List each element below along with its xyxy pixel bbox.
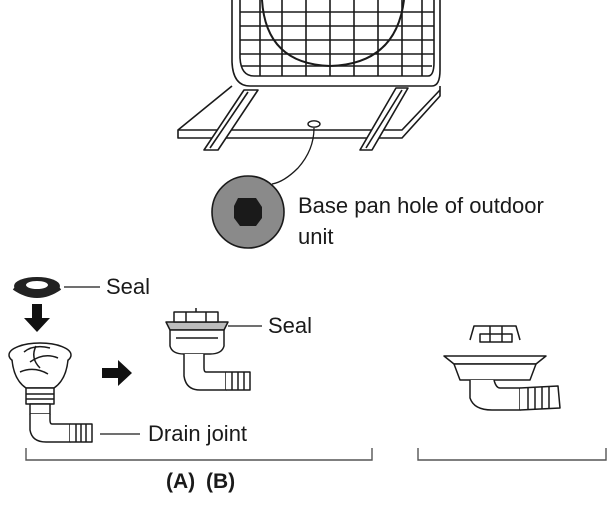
drain-joint-icon (8, 342, 93, 443)
arrow-right-icon (102, 360, 132, 386)
assembled-drain-joint-icon (165, 308, 251, 391)
group-a-label: (A) (166, 470, 196, 493)
group-bracket-left (25, 448, 373, 461)
group-b-label: (B) (206, 470, 236, 493)
seal-label-mid: Seal (268, 313, 313, 338)
base-pan-hole-label-line2: unit (298, 224, 334, 249)
seal-ring-icon (12, 277, 62, 298)
group-bracket-right (417, 448, 607, 461)
drain-joint-label: Drain joint (148, 421, 248, 446)
base-pan-hole-icon (211, 175, 285, 249)
seal-label-top: Seal (106, 274, 151, 299)
installed-drain-joint-icon (443, 325, 561, 411)
outdoor-unit-base-drawing (177, 0, 441, 185)
arrow-down-icon (24, 304, 50, 332)
base-pan-hole-label-line1: Base pan hole of outdoor (298, 193, 544, 218)
